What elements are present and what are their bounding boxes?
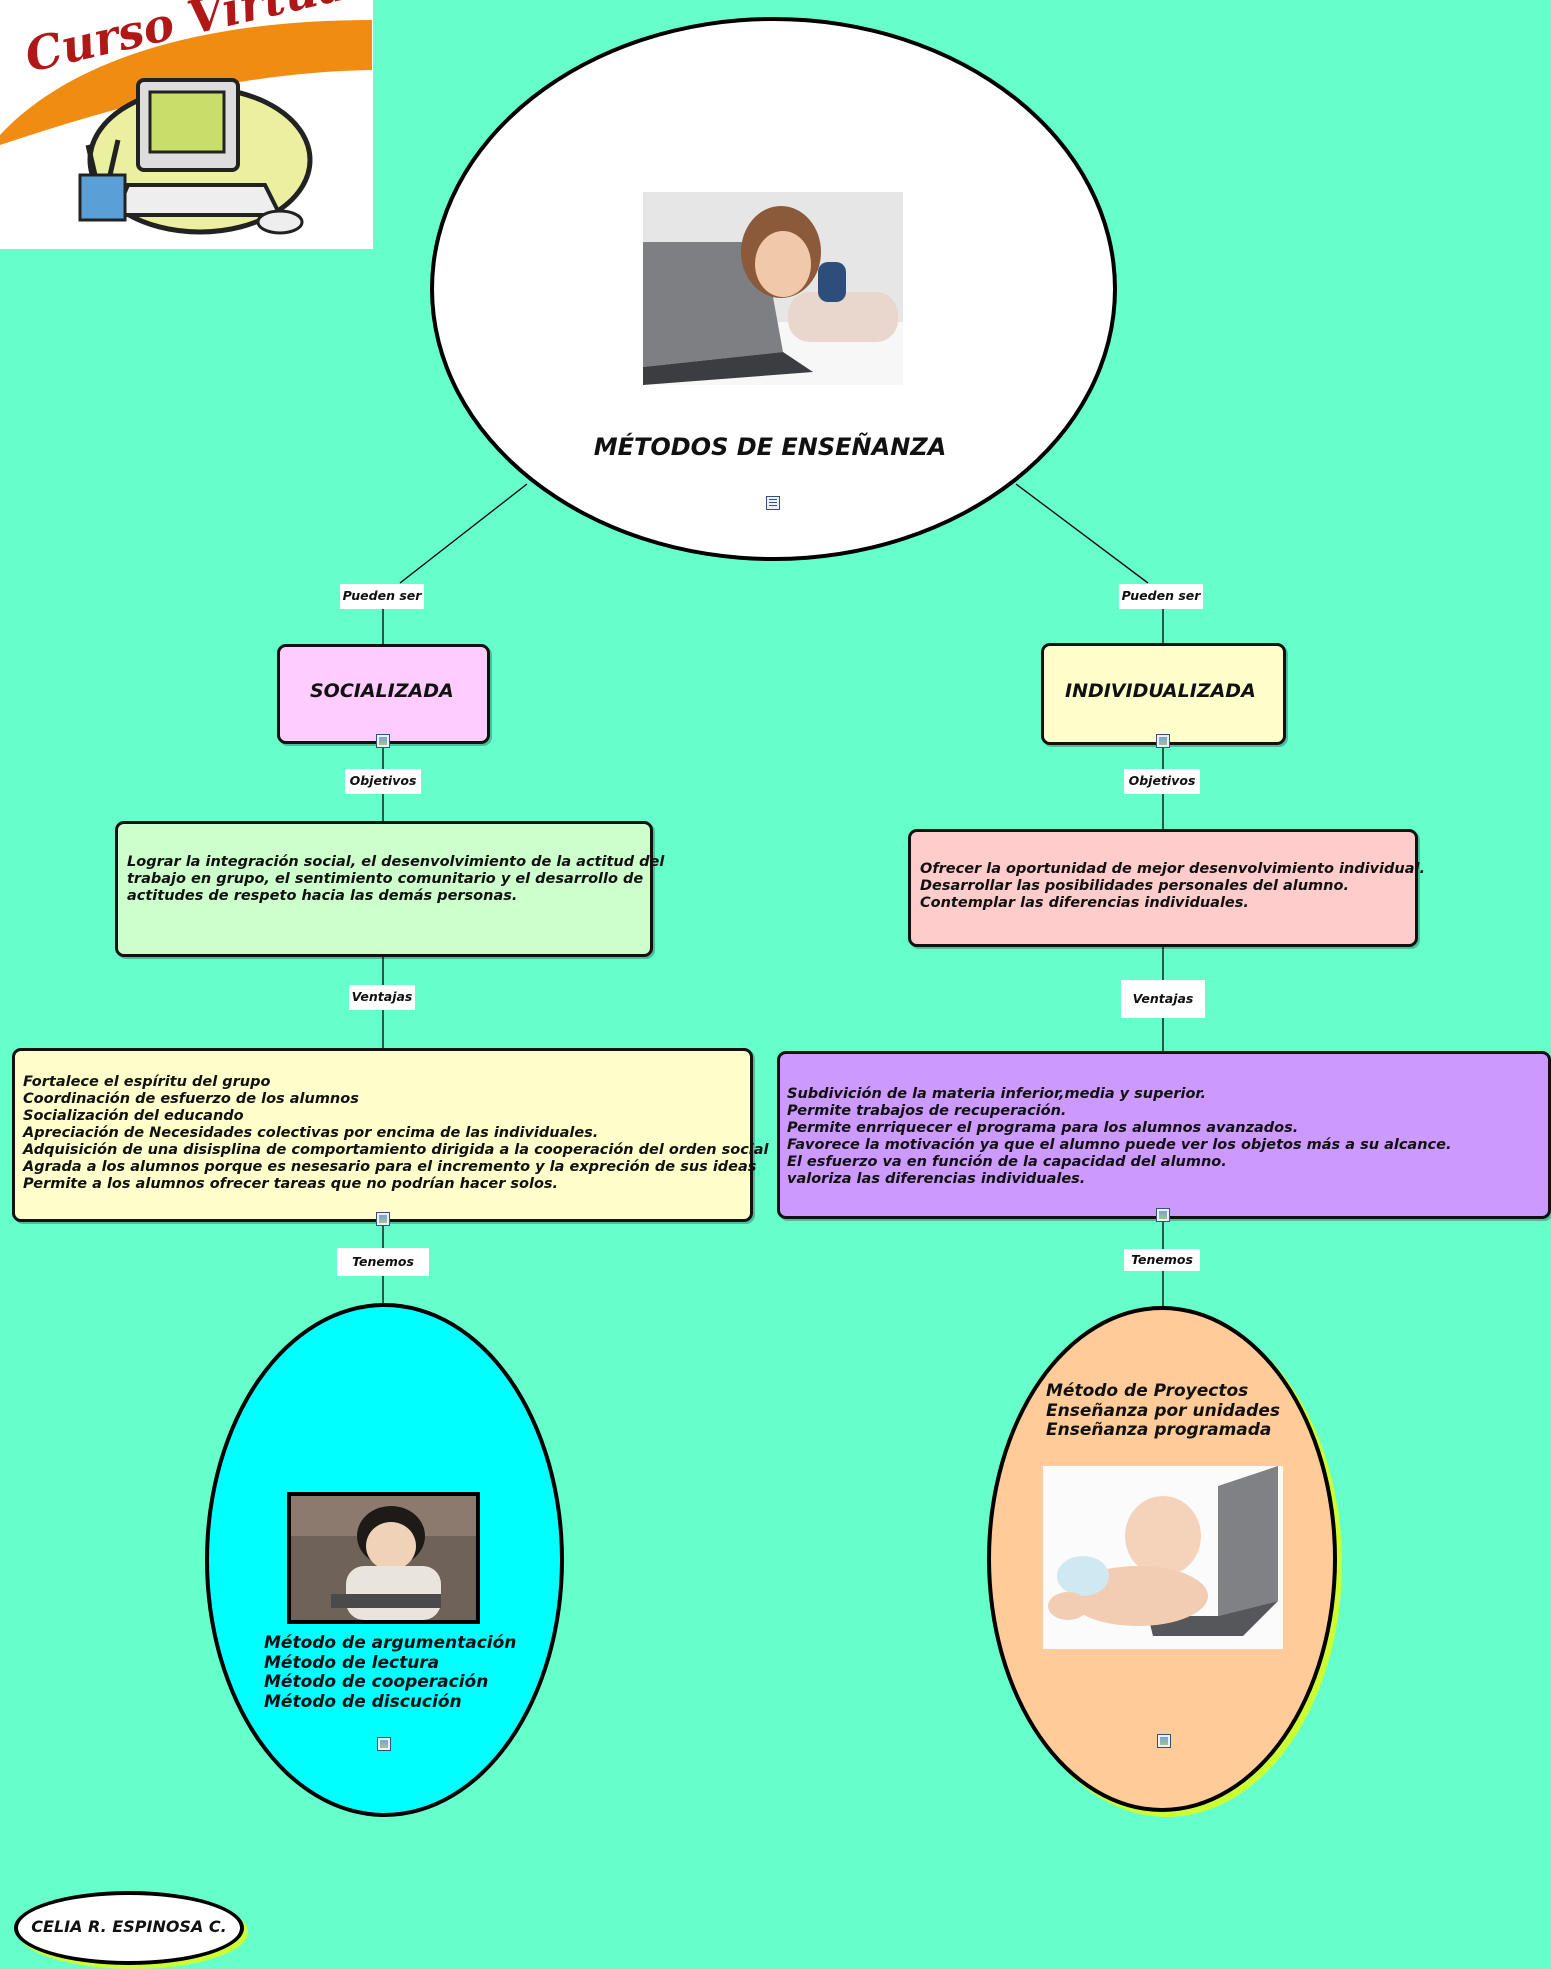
objetivos-socializada-text: Lograr la integración social, el desenvo… — [127, 854, 664, 905]
baby-laptop-photo — [1043, 1466, 1283, 1649]
root-title: MÉTODOS DE ENSEÑANZA — [430, 433, 1110, 461]
ventajas-socializada[interactable]: Fortalece el espíritu del grupo Coordina… — [12, 1048, 753, 1222]
logo-curso-virtual: Curso Virtual — [0, 0, 373, 249]
child-tablet-photo — [287, 1492, 480, 1624]
note-icon[interactable] — [766, 496, 780, 510]
link-label-ventajas-left: Ventajas — [349, 985, 415, 1010]
link-label-ventajas-right: Ventajas — [1121, 980, 1205, 1018]
objetivos-socializada[interactable]: Lograr la integración social, el desenvo… — [115, 821, 653, 957]
link-label-objetivos-right: Objetivos — [1124, 769, 1200, 794]
link-root-left — [400, 484, 527, 583]
link-label-tenemos-left: Tenemos — [337, 1248, 429, 1276]
image-attachment-icon[interactable] — [1156, 1208, 1170, 1222]
node-individualizada[interactable]: INDIVIDUALIZADA — [1041, 643, 1286, 745]
author-name: CELIA R. ESPINOSA C. — [14, 1917, 244, 1936]
girl-laptop-photo — [643, 192, 903, 385]
link-label-pueden-ser-right: Pueden ser — [1119, 584, 1203, 609]
metodos-individualizada-list: Método de Proyectos Enseñanza por unidad… — [1046, 1382, 1280, 1441]
link-label-tenemos-right: Tenemos — [1124, 1249, 1200, 1271]
socializada-title: SOCIALIZADA — [310, 680, 454, 702]
ventajas-individualizada[interactable]: Subdivición de la materia inferior,media… — [777, 1051, 1551, 1219]
image-attachment-icon[interactable] — [1157, 1734, 1171, 1748]
image-attachment-icon[interactable] — [1156, 734, 1170, 748]
link-label-objetivos-left: Objetivos — [345, 769, 421, 794]
image-attachment-icon[interactable] — [377, 1737, 391, 1751]
link-label-pueden-ser-left: Pueden ser — [340, 584, 424, 609]
image-attachment-icon[interactable] — [376, 734, 390, 748]
metodos-socializada-list: Método de argumentación Método de lectur… — [264, 1634, 516, 1712]
link-root-right — [1016, 484, 1148, 583]
ventajas-socializada-text: Fortalece el espíritu del grupo Coordina… — [23, 1074, 769, 1193]
individualizada-title: INDIVIDUALIZADA — [1065, 680, 1256, 702]
ventajas-individualizada-text: Subdivición de la materia inferior,media… — [787, 1086, 1451, 1188]
image-attachment-icon[interactable] — [376, 1212, 390, 1226]
objetivos-individualizada-text: Ofrecer la oportunidad de mejor desenvol… — [920, 861, 1425, 912]
node-socializada[interactable]: SOCIALIZADA — [277, 644, 490, 744]
objetivos-individualizada[interactable]: Ofrecer la oportunidad de mejor desenvol… — [908, 829, 1418, 947]
